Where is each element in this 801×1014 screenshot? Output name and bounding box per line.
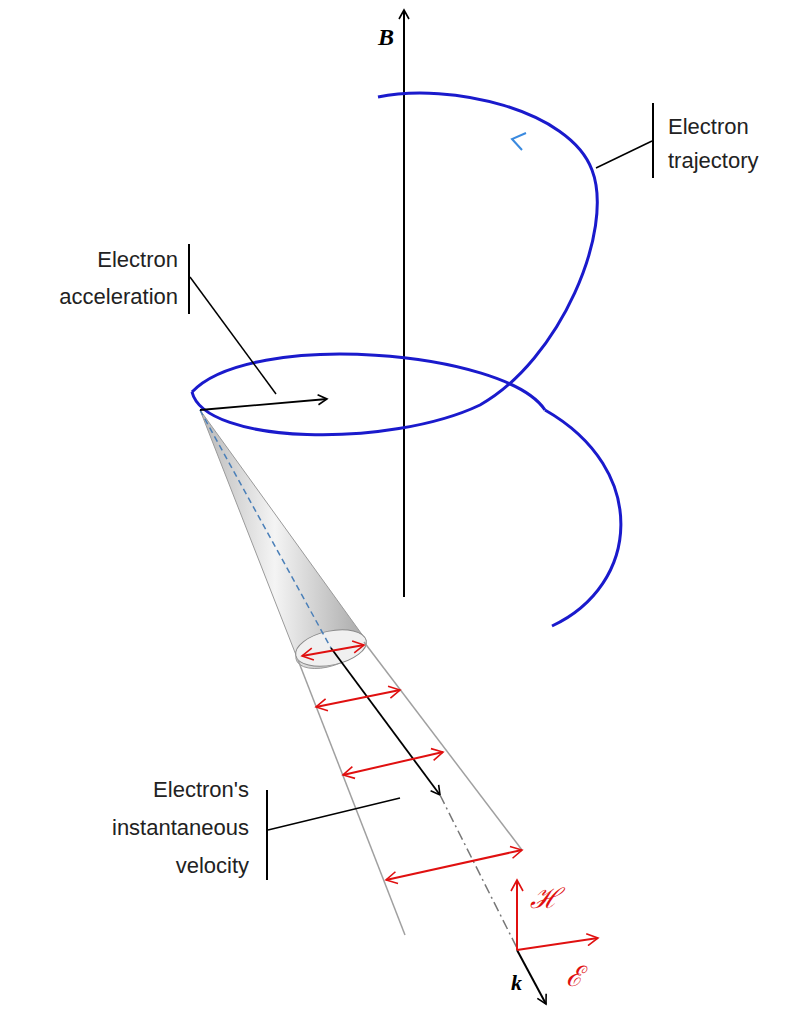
b-field-axis xyxy=(403,10,405,597)
field-label: B xyxy=(378,24,394,51)
polarization-arrows xyxy=(302,645,598,950)
callout-label: Electron's instantaneous velocity xyxy=(87,771,249,885)
callout-bar xyxy=(266,790,268,880)
leader-line xyxy=(190,277,276,394)
callout-bar xyxy=(188,244,190,314)
h-field-arrow xyxy=(516,880,518,950)
leader-line xyxy=(596,141,652,168)
polarization-arrow xyxy=(386,850,522,880)
direction-arrow xyxy=(512,133,526,150)
callouts xyxy=(189,103,653,880)
beam-edge xyxy=(364,642,522,850)
field-label: ℰ xyxy=(566,956,583,994)
cone-axis xyxy=(200,410,331,648)
beam-edge xyxy=(298,660,405,935)
e-field-arrow xyxy=(517,938,598,950)
propagation-axis xyxy=(440,795,517,948)
field-label: ℋ xyxy=(530,878,560,916)
leader-line xyxy=(268,798,400,830)
helix-segment xyxy=(545,410,621,626)
polarization-arrow xyxy=(302,645,364,656)
callout-bar xyxy=(652,103,654,178)
acceleration-arrow xyxy=(200,399,327,410)
callout-label: Electron acceleration xyxy=(33,241,178,315)
polarization-arrow xyxy=(316,690,400,707)
callout-label: Electron trajectory xyxy=(668,110,793,178)
helix-segment xyxy=(192,354,545,410)
velocity-arrow xyxy=(331,648,440,795)
helix-segment xyxy=(192,93,597,435)
field-label: k xyxy=(511,970,522,996)
polarization-arrow xyxy=(343,752,443,775)
